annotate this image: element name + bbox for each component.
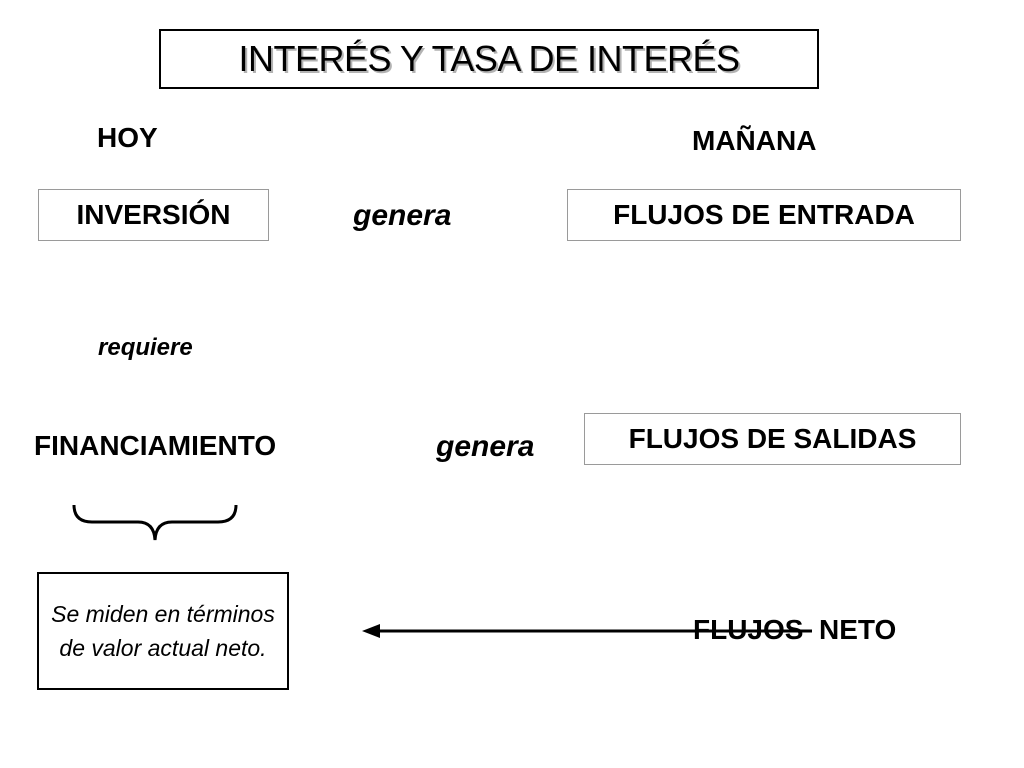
genera-label-top: genera: [353, 199, 452, 232]
label-manana: MAÑANA: [692, 125, 817, 156]
label-hoy: HOY: [97, 122, 158, 153]
genera-label-bottom: genera: [436, 430, 535, 463]
requiere-label: requiere: [98, 334, 193, 361]
flujos-entrada-box: FLUJOS DE ENTRADA: [567, 189, 961, 241]
note-box: Se miden en términos de valor actual net…: [37, 572, 289, 690]
note-text: Se miden en términos de valor actual net…: [51, 601, 275, 661]
flujos-entrada-label: FLUJOS DE ENTRADA: [613, 199, 915, 230]
flujos-neto-label: FLUJOS NETO: [693, 614, 897, 645]
flujos-salidas-box: FLUJOS DE SALIDAS: [584, 413, 961, 465]
flujos-salidas-label: FLUJOS DE SALIDAS: [628, 423, 917, 454]
arrow-left-icon: [362, 624, 380, 638]
financiamiento-label: FINANCIAMIENTO: [34, 430, 277, 461]
inversion-label: INVERSIÓN: [76, 199, 231, 230]
page-title: INTERÉS Y TASA DE INTERÉS: [238, 38, 741, 79]
curly-brace-icon: [72, 504, 238, 541]
inversion-box: INVERSIÓN: [38, 189, 269, 241]
title-box: INTERÉS Y TASA DE INTERÉS: [159, 29, 819, 89]
